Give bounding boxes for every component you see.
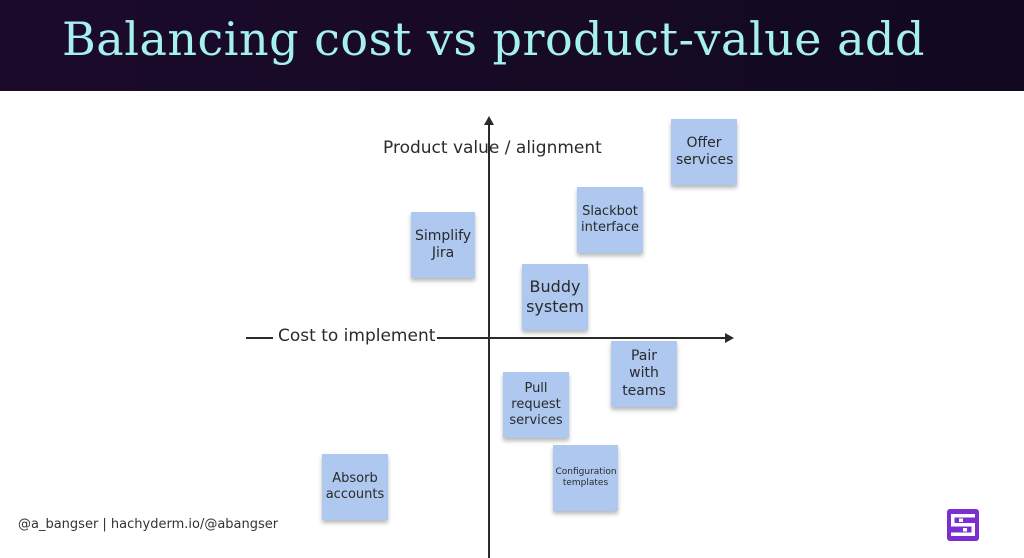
sticky-note-label: Slackbot interface [581,203,639,235]
y-axis-label: Product value / alignment [383,138,602,158]
y-axis-line [488,124,490,558]
sticky-note-offer-services: Offer services [671,119,737,185]
x-axis-line-right [437,337,726,339]
sticky-note-label: Offer services [676,134,734,169]
title-banner: Balancing cost vs product-value add [0,0,1024,91]
sticky-note-configuration-templates: Configuration templates [553,445,618,511]
sticky-note-label: Absorb accounts [325,470,385,502]
x-axis-label: Cost to implement [278,326,436,346]
sticky-note-label: Pair with teams [622,347,666,399]
y-axis-arrow [484,116,494,125]
sticky-note-slackbot-interface: Slackbot interface [577,187,643,253]
sticky-note-label: Configuration templates [555,466,617,488]
sticky-note-buddy-system: Buddy system [522,264,588,330]
sticky-note-label: Buddy system [526,277,584,316]
syntasso-logo-icon [947,509,979,541]
sticky-note-label: Pull request services [509,380,563,429]
slide-title: Balancing cost vs product-value add [62,12,925,66]
sticky-note-label: Simplify Jira [415,227,472,262]
sticky-note-simplify-jira: Simplify Jira [411,212,475,278]
speaker-handle: @a_bangser | hachyderm.io/@abangser [18,517,279,532]
x-axis-arrow [725,333,734,343]
x-axis-line-left [246,337,273,339]
sticky-note-pair-with-teams: Pair with teams [611,341,677,407]
sticky-note-absorb-accounts: Absorb accounts [322,454,388,520]
sticky-note-pull-request-services: Pull request services [503,372,569,438]
